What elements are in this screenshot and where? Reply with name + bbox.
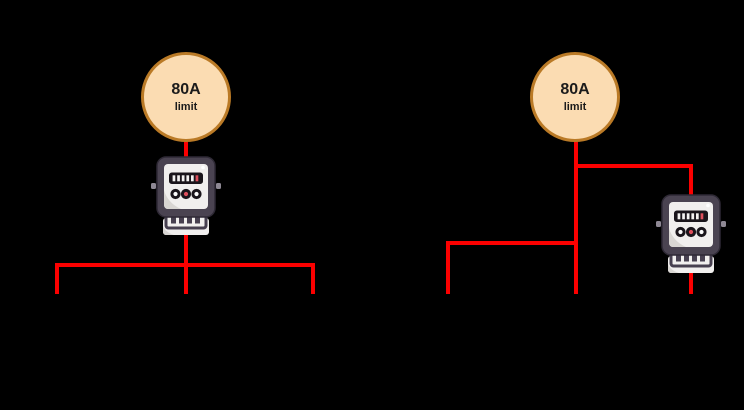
limit-amps-text: 80A [171,81,201,99]
right-main-drop-wire [574,141,578,294]
limit-caption-text: limit [563,100,587,113]
right-meter-output-wire [689,272,693,294]
right-meter-branch-wire [574,164,693,168]
current-limit-badge: 80A limit [141,52,231,142]
limit-amps-text: 80A [560,81,590,99]
right-left-branch-wire [446,241,578,245]
current-limit-badge: 80A limit [530,52,620,142]
left-service-wire [184,141,188,158]
left-bus-bar-wire [55,263,315,267]
left-feeder-wire-1 [55,263,59,294]
right-feeder-wire-1 [446,241,450,294]
electricity-meter-icon [150,156,222,236]
electricity-meter-icon [655,194,727,274]
left-feeder-wire-3 [311,263,315,294]
limit-caption-text: limit [174,100,198,113]
right-meter-input-wire [689,164,693,196]
